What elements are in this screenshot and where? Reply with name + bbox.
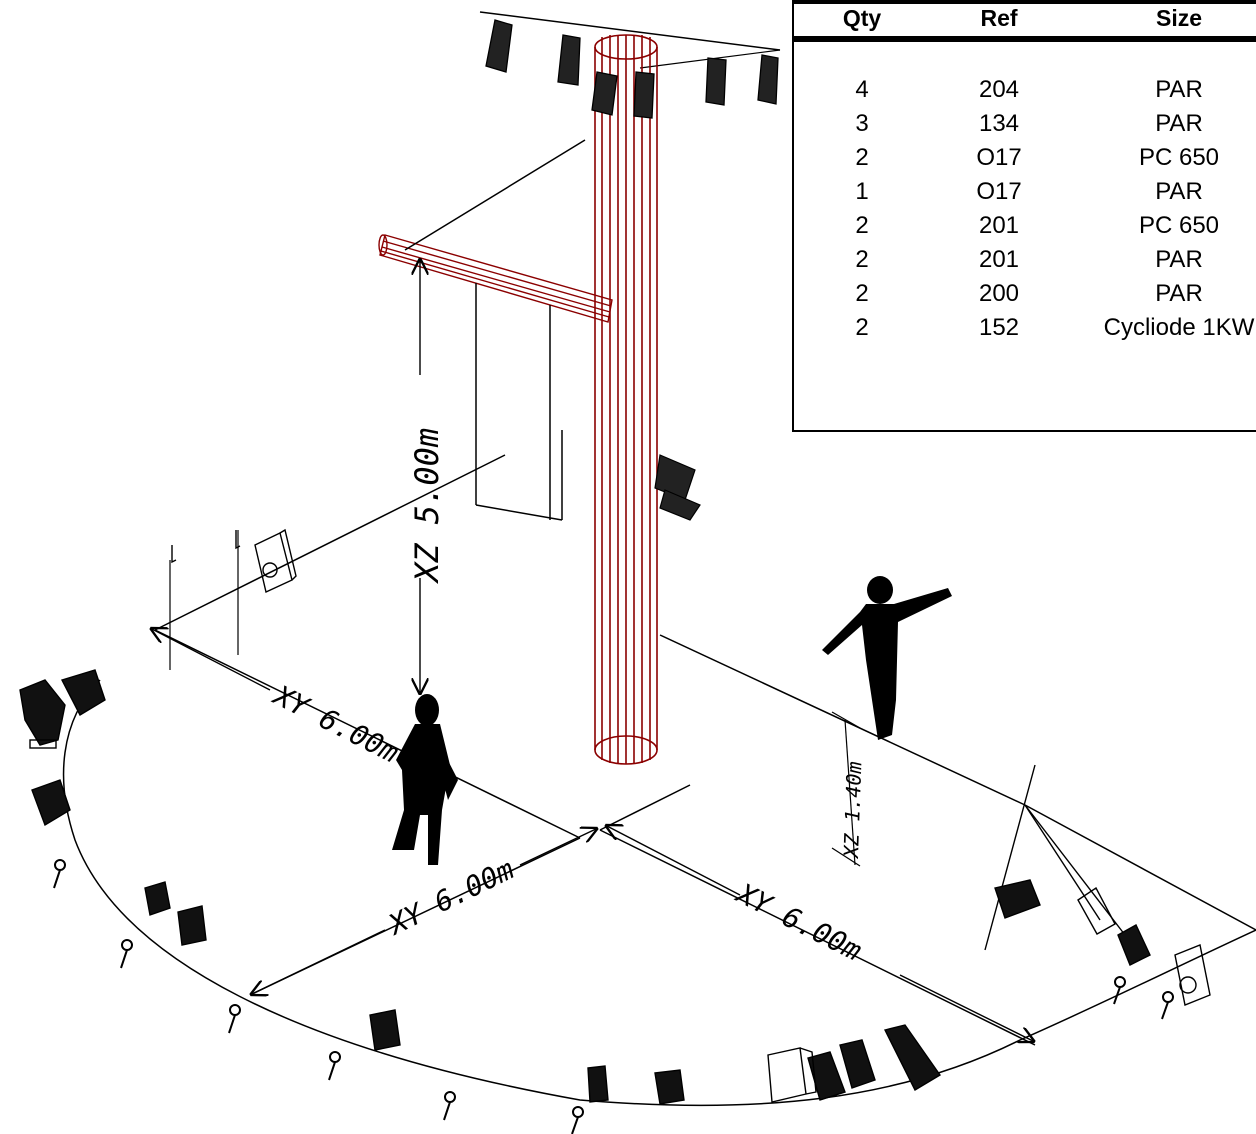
- header-size: Size: [1155, 5, 1203, 31]
- radius-lines: [154, 454, 1256, 1046]
- row-qty: 3: [855, 110, 869, 137]
- row-ref: 152: [978, 314, 1020, 341]
- floor-fixtures: [19, 669, 1151, 1105]
- header-qty: Qty: [842, 5, 882, 31]
- dimension-xy-front-left: XY 6.00m: [250, 828, 598, 995]
- figure-arms-out-right: [822, 576, 952, 740]
- cabinet-unit: [767, 1047, 817, 1103]
- floor-spikes: [53, 859, 1174, 1134]
- hanging-frame: [404, 139, 586, 521]
- legend-row: 3 134 PAR: [794, 110, 1256, 144]
- row-qty: 2: [855, 212, 869, 239]
- legend-row: 2 200 PAR: [794, 280, 1256, 314]
- dim-label-front-left: XY 6.00m: [382, 852, 520, 942]
- legend-row: 2 O17 PC 650: [794, 144, 1256, 178]
- row-ref: 200: [978, 280, 1020, 307]
- pole-mounted-lights: [654, 454, 701, 521]
- speaker-right: [1174, 944, 1211, 1006]
- truss-lights: [485, 19, 779, 119]
- row-qty: 2: [855, 144, 869, 171]
- legend-row: 4 204 PAR: [794, 76, 1256, 110]
- row-qty: 4: [855, 76, 869, 103]
- row-size: PAR: [1155, 280, 1203, 307]
- lighting-legend-table: Qty Ref Size 4 204 PAR 3 134 PAR 2 O17 P…: [792, 0, 1256, 432]
- header-ref: Ref: [980, 5, 1018, 31]
- row-ref: 204: [978, 76, 1020, 103]
- row-size: PAR: [1155, 178, 1203, 205]
- legend-header: Qty Ref Size: [794, 4, 1256, 42]
- speaker-back-left: [254, 528, 297, 593]
- tripod-stand: [984, 764, 1126, 951]
- row-qty: 2: [855, 246, 869, 273]
- row-size: PC 650: [1138, 144, 1220, 171]
- dimension-xz-5m: XZ 5.00m: [408, 258, 446, 695]
- top-truss-line: [479, 11, 781, 51]
- row-ref: 201: [978, 246, 1020, 273]
- legend-row: 2 201 PC 650: [794, 212, 1256, 246]
- dim-label-height: XZ 5.00m: [408, 428, 446, 584]
- dimension-xy-back-left: XY 6.00m: [150, 530, 404, 770]
- legend-row: 2 201 PAR: [794, 246, 1256, 280]
- dim-label-figure: XZ 1.40m: [839, 761, 866, 860]
- lighting-hooks: [171, 530, 241, 564]
- row-ref: 201: [978, 212, 1020, 239]
- row-ref: 134: [978, 110, 1020, 137]
- row-qty: 2: [855, 314, 869, 341]
- dim-label-front-right: XY 6.00m: [730, 876, 867, 968]
- row-size: PAR: [1155, 76, 1203, 103]
- row-size: PAR: [1155, 110, 1203, 137]
- central-pole: [594, 34, 658, 765]
- row-size: PAR: [1155, 246, 1203, 273]
- legend-row: 2 152 Cycliode 1KW: [794, 314, 1256, 348]
- row-qty: 2: [855, 280, 869, 307]
- dim-label-back-left: XY 6.00m: [267, 678, 404, 770]
- row-qty: 1: [855, 178, 869, 205]
- dimension-xy-front-right: XY 6.00m: [605, 825, 1035, 1042]
- legend-row: 1 O17 PAR: [794, 178, 1256, 212]
- red-boom-arm: [378, 234, 613, 323]
- row-size: PC 650: [1138, 212, 1220, 239]
- row-size: Cycliode 1KW: [1103, 314, 1255, 341]
- row-ref: O17: [976, 178, 1022, 205]
- stage-circle-outline: [62, 679, 1256, 1107]
- dimension-xz-1-4m: XZ 1.40m: [831, 711, 866, 867]
- row-ref: O17: [976, 144, 1022, 171]
- figure-standing-left: [392, 694, 458, 865]
